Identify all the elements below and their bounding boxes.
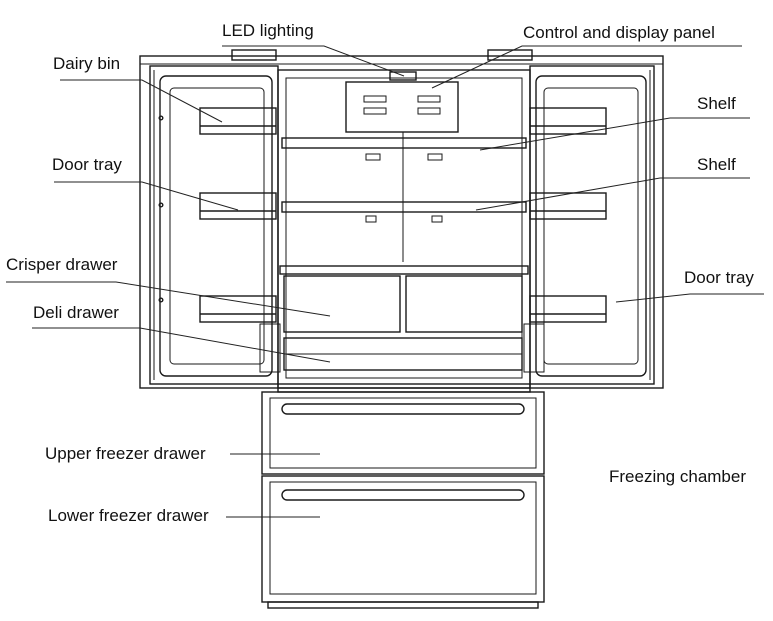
crisper-drawer-right	[405, 275, 523, 333]
left-door	[149, 65, 279, 385]
leader-door-tray-right	[615, 293, 764, 303]
label-lower-freezer-drawer: Lower freezer drawer	[48, 506, 209, 525]
leader-control-panel	[431, 45, 742, 89]
top-hinge-right	[487, 49, 533, 61]
label-led-lighting: LED lighting	[222, 21, 314, 40]
right-door-tray-middle	[529, 192, 607, 220]
label-control-panel: Control and display panel	[523, 23, 715, 42]
right-door-bin-upper	[529, 107, 607, 135]
label-freezing-chamber: Freezing chamber	[609, 467, 747, 486]
led-light	[389, 71, 417, 81]
leader-door-tray-left	[54, 181, 239, 211]
upper-freezer-handle	[281, 403, 525, 415]
leader-dairy-bin	[60, 79, 223, 123]
lower-freezer-drawer-shape	[261, 475, 545, 603]
leader-deli-drawer	[32, 327, 331, 363]
shelf-upper	[281, 137, 527, 149]
label-shelf-upper: Shelf	[697, 94, 736, 113]
left-dairy-bin	[199, 107, 277, 135]
label-door-tray-right: Door tray	[684, 268, 754, 287]
lower-freezer-handle	[281, 489, 525, 501]
label-dairy-bin: Dairy bin	[53, 54, 121, 73]
crisper-divider	[279, 265, 529, 275]
crisper-drawer-left	[283, 275, 401, 333]
right-door	[529, 65, 655, 385]
shelf-lower	[281, 201, 527, 213]
left-door-tray-upper	[199, 192, 277, 220]
label-door-tray-left: Door tray	[52, 155, 122, 174]
fresh-food-interior	[259, 69, 545, 389]
leader-shelf-upper	[479, 117, 750, 151]
leader-shelf-lower	[475, 177, 750, 211]
label-shelf-lower: Shelf	[697, 155, 736, 174]
label-upper-freezer-drawer: Upper freezer drawer	[45, 444, 206, 463]
left-door-tray-lower	[199, 295, 277, 323]
top-hinge-left	[231, 49, 277, 61]
leader-led-lighting	[222, 45, 405, 77]
leader-crisper-drawer	[6, 281, 331, 317]
right-door-tray-lower	[529, 295, 607, 323]
upper-freezer-drawer-shape	[261, 391, 545, 475]
label-deli-drawer: Deli drawer	[33, 303, 119, 322]
control-panel	[345, 81, 459, 133]
label-crisper-drawer: Crisper drawer	[6, 255, 118, 274]
